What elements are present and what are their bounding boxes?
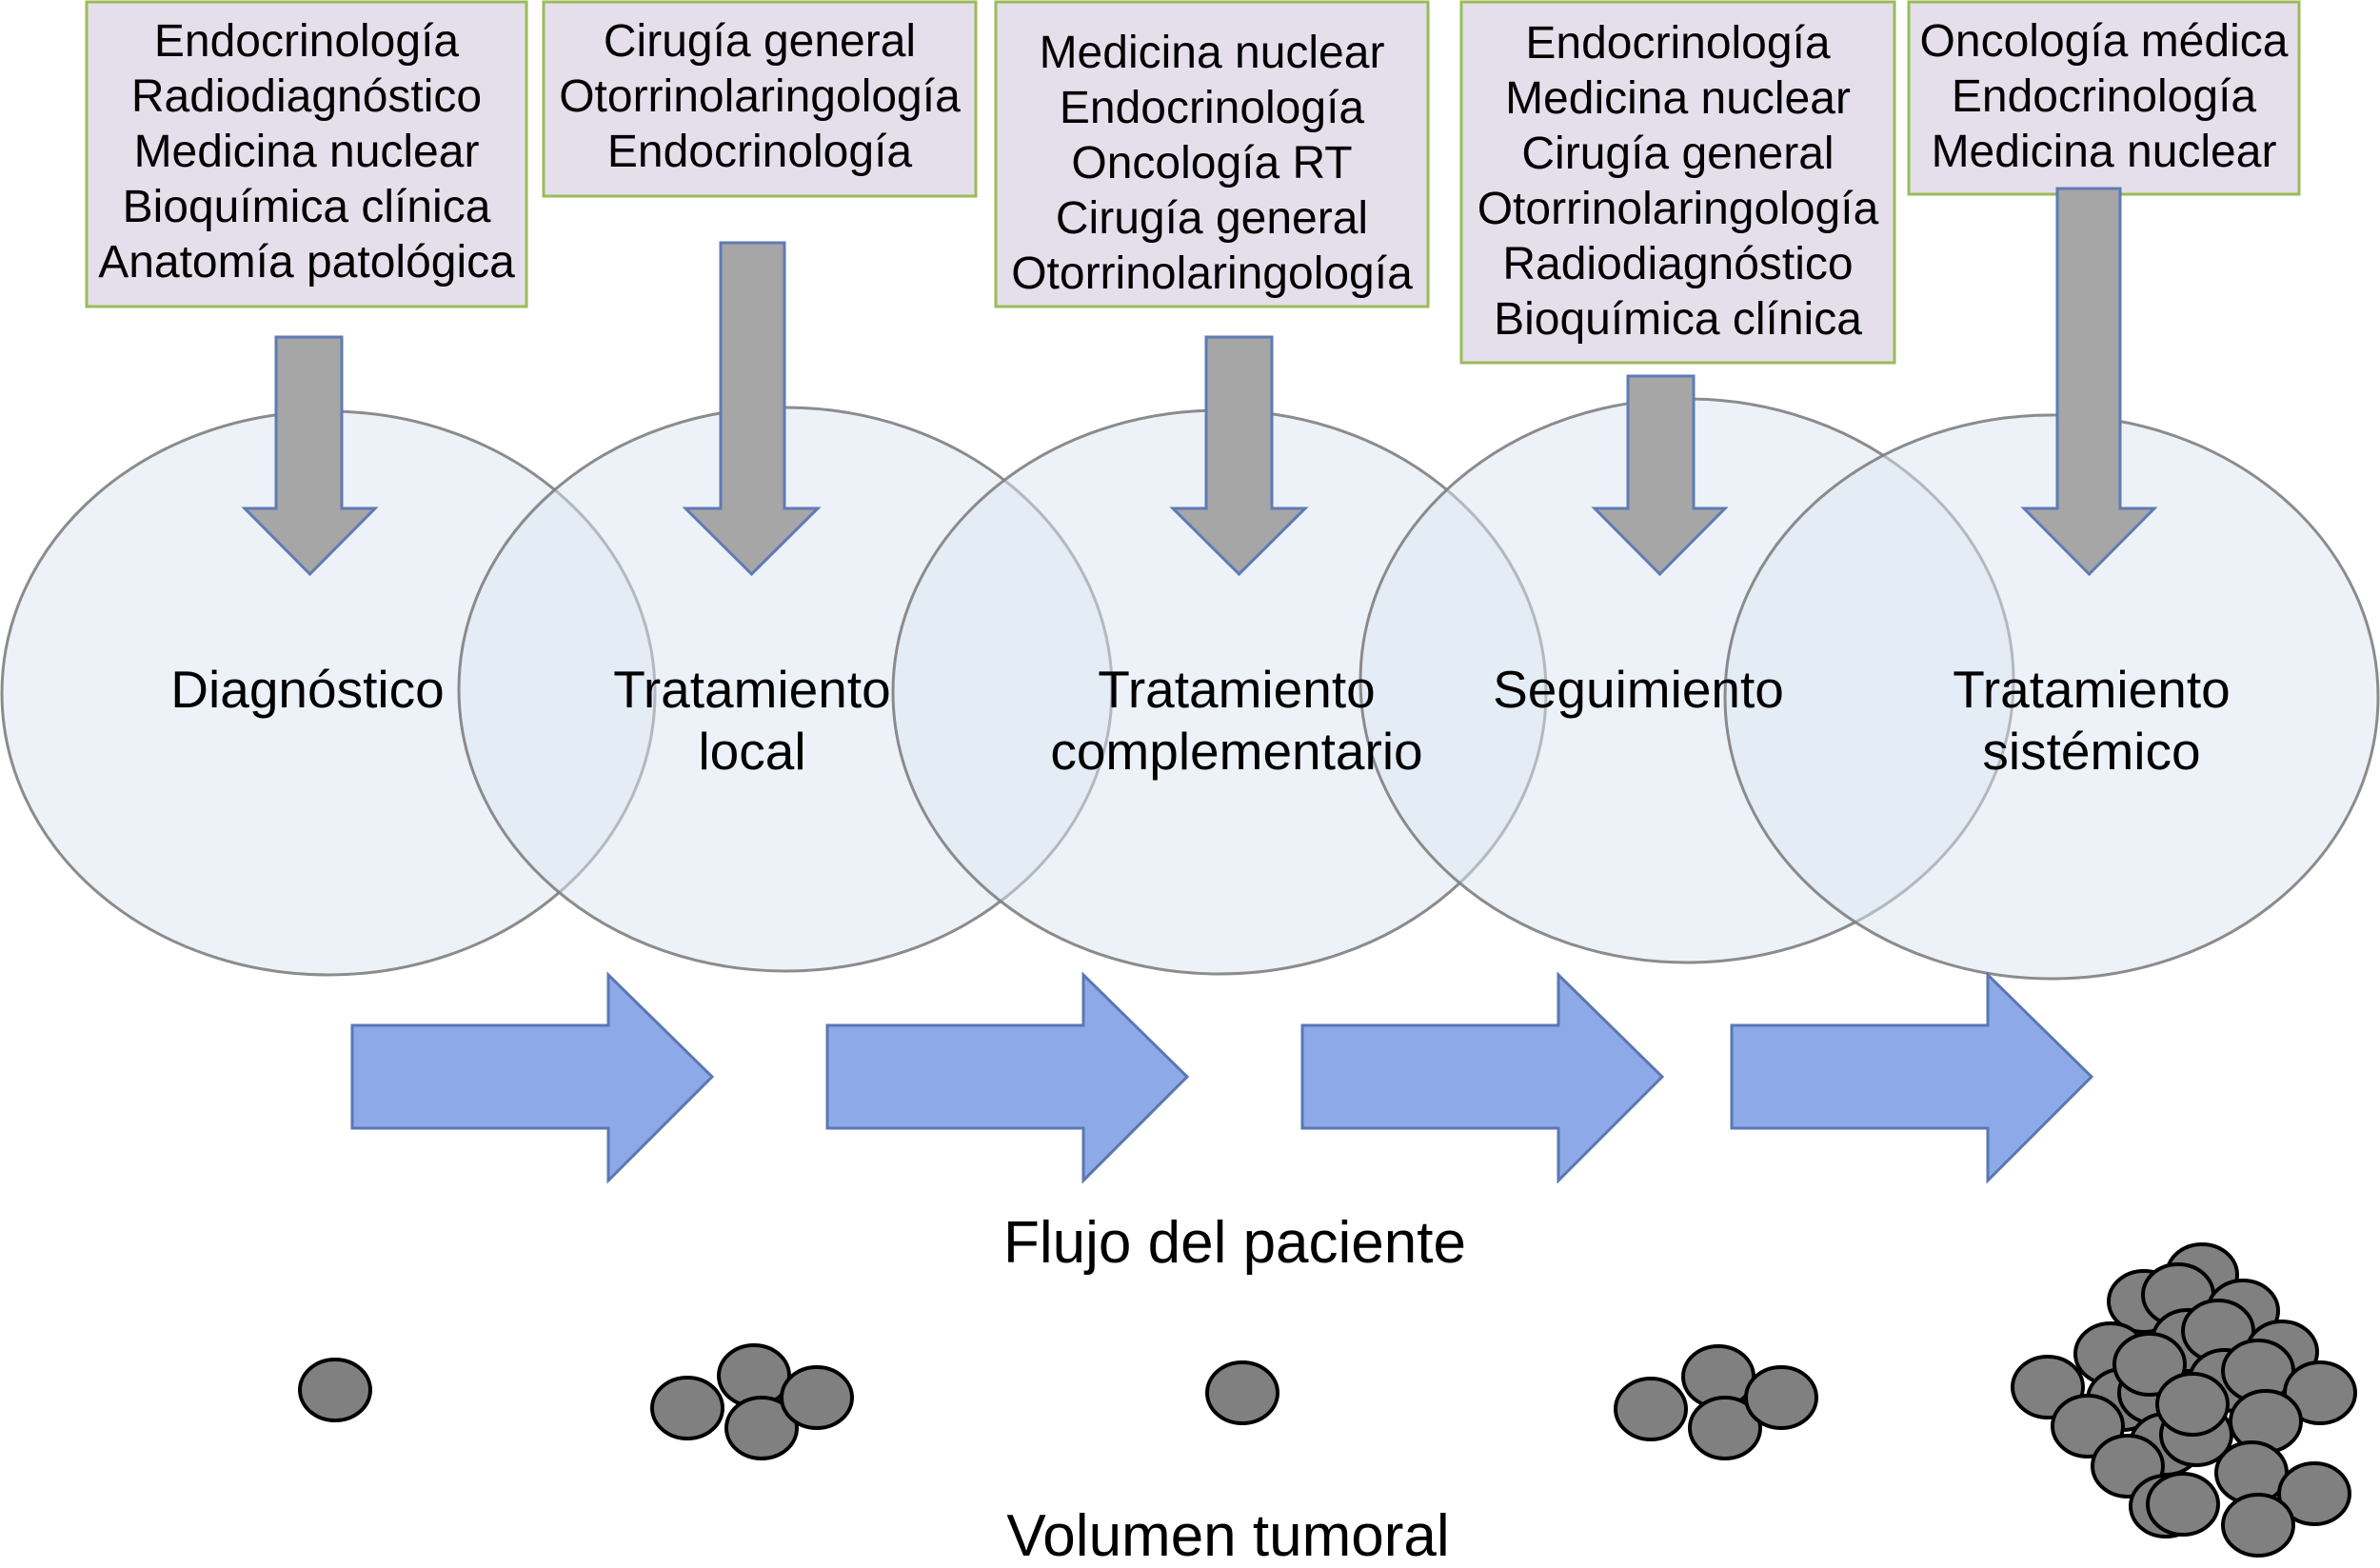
tumor-cluster-tratamiento-complementario: [1205, 1360, 1279, 1425]
stage-label: Tratamiento: [1953, 660, 2230, 719]
stage-label: sistémico: [1982, 722, 2200, 781]
specialty-item: Cirugía general: [604, 16, 916, 67]
stage-ellipses: [0, 397, 2380, 981]
specialty-item: Endocrinología: [154, 16, 460, 67]
tumor-cluster-diagnostico: [298, 1358, 372, 1422]
tumor-cell-icon: [780, 1365, 854, 1430]
tumor-volume-clusters: [298, 1242, 2357, 1558]
stage-label: Tratamiento: [613, 660, 890, 719]
patient-flow-label: Flujo del paciente: [1003, 1210, 1466, 1276]
specialty-arrows: [241, 187, 2158, 577]
right-arrow-icon: [825, 971, 1190, 1184]
stage-ellipse-tratamiento-sistemico: [1723, 413, 2380, 981]
tumor-cell-icon: [650, 1376, 724, 1440]
tumor-cell-icon: [1688, 1396, 1762, 1460]
stage-label: complementario: [1050, 722, 1422, 781]
tumor-cluster-tratamiento-local: [650, 1343, 854, 1460]
specialty-box-tratamiento-local: Cirugía generalOtorrinolaringologíaEndoc…: [542, 0, 978, 198]
tumor-cluster-seguimiento: [1614, 1344, 1818, 1460]
right-arrow-icon: [350, 971, 715, 1184]
specialty-item: Endocrinología: [1525, 18, 1831, 69]
specialty-item: Radiodiagnóstico: [1502, 239, 1853, 289]
tumor-cell-icon: [1744, 1365, 1818, 1430]
specialty-box-frame: [1459, 0, 1896, 365]
right-arrow-icon: [1730, 971, 2094, 1184]
down-arrow-icon: [1169, 335, 1309, 577]
stage-label: Seguimiento: [1493, 660, 1784, 719]
tumor-cell-icon: [2283, 1360, 2357, 1425]
tumor-cell-icon: [724, 1396, 799, 1460]
specialty-item: Bioquímica clínica: [1494, 294, 1862, 345]
down-arrow-icon: [1591, 374, 1729, 577]
stage-label: Diagnóstico: [170, 660, 444, 719]
specialty-item: Endocrinología: [607, 127, 913, 177]
specialty-box-tratamiento-complementario: Medicina nuclearEndocrinologíaOncología …: [994, 0, 1430, 308]
specialty-item: Oncología RT: [1071, 138, 1352, 189]
tumor-cell-icon: [1614, 1377, 1688, 1441]
patient-flow-arrows: [350, 971, 2094, 1184]
specialty-box-frame: [542, 0, 978, 198]
specialty-box-frame: [85, 0, 528, 308]
down-arrow-icon: [682, 241, 822, 577]
tumor-cell-icon: [2112, 1332, 2187, 1397]
specialty-item: Medicina nuclear: [1040, 28, 1385, 78]
specialty-item: Oncología médica: [1920, 16, 2289, 67]
specialty-item: Otorrinolaringología: [559, 71, 961, 122]
tumor-cell-icon: [2155, 1372, 2230, 1437]
tumor-cluster-tratamiento-sistemico: [2011, 1242, 2357, 1558]
specialty-item: Otorrinolaringología: [1011, 248, 1413, 299]
down-arrow-icon: [2020, 187, 2158, 577]
specialty-item: Cirugía general: [1521, 129, 1834, 179]
right-arrow-icon: [1300, 971, 1665, 1184]
specialty-item: Otorrinolaringología: [1478, 184, 1879, 234]
tumor-cell-icon: [298, 1358, 372, 1422]
specialty-item: Endocrinología: [1952, 71, 2257, 122]
tumor-cell-icon: [2221, 1493, 2295, 1558]
tumor-cell-icon: [2146, 1472, 2220, 1537]
specialty-item: Bioquímica clínica: [123, 182, 491, 232]
stage-label: Tratamiento: [1098, 660, 1375, 719]
specialty-item: Cirugía general: [1056, 193, 1368, 244]
down-arrow-icon: [241, 335, 379, 577]
tumor-cell-icon: [2277, 1461, 2351, 1526]
tumor-cell-icon: [1205, 1360, 1279, 1425]
specialty-item: Radiodiagnóstico: [131, 71, 482, 122]
specialty-box-frame: [994, 0, 1430, 308]
tumor-volume-label: Volumen tumoral: [1006, 1503, 1449, 1568]
stage-label: local: [698, 722, 805, 781]
specialty-item: Endocrinología: [1060, 83, 1365, 133]
specialty-item: Medicina nuclear: [1505, 73, 1851, 124]
specialty-item: Anatomía patológica: [98, 237, 515, 288]
specialty-item: Medicina nuclear: [134, 127, 480, 177]
specialty-item: Medicina nuclear: [1932, 127, 2277, 177]
